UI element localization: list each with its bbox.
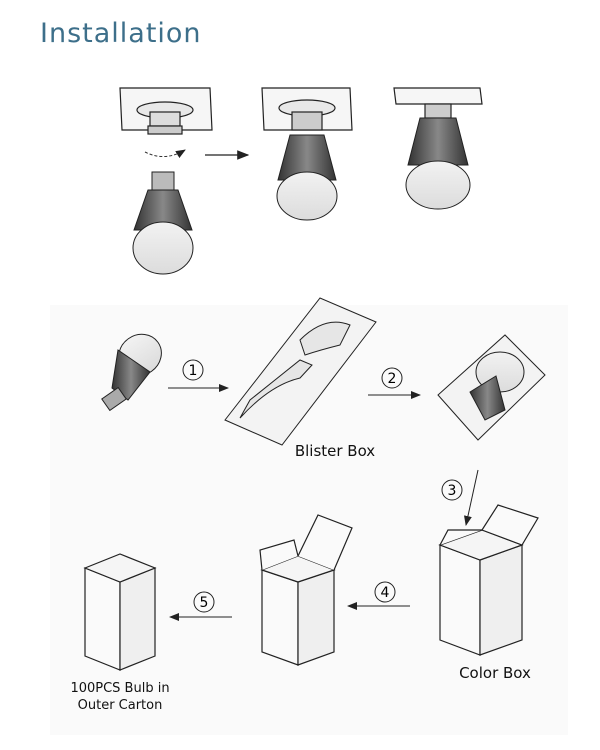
step-2-badge [381,367,403,389]
step-2-number: 2 [388,371,397,387]
ceiling-fixture-2 [261,87,353,131]
step-4-badge [374,581,396,603]
color-box-label: Color Box [459,664,531,682]
packaged-bulb-icon [437,334,546,441]
carton-label-line2: Outer Carton [77,698,163,713]
step-5-badge [193,591,215,613]
bulb-icon [132,171,194,275]
carton-label-line1: 100PCS Bulb in [70,681,170,696]
rotation-arrow-icon [144,149,186,159]
step-4-number: 4 [381,585,390,601]
blister-box-icon [224,297,377,446]
bulb-icon [405,117,471,210]
step-3-badge [441,479,463,501]
color-box-icon [438,504,539,656]
page-title: Installation [40,18,202,49]
ceiling-fixture-3 [393,87,483,119]
open-carton-icon [259,514,353,666]
ceiling-fixture-1 [119,87,213,135]
step-1-badge [182,359,204,381]
bulb-icon [276,134,338,221]
step-5-number: 5 [200,595,209,611]
blister-box-label: Blister Box [294,442,376,460]
step-1-number: 1 [189,363,198,379]
step-3-number: 3 [448,483,457,499]
bulb-icon [101,333,162,412]
arrow-icon [464,469,479,526]
outer-carton-icon [83,553,157,671]
